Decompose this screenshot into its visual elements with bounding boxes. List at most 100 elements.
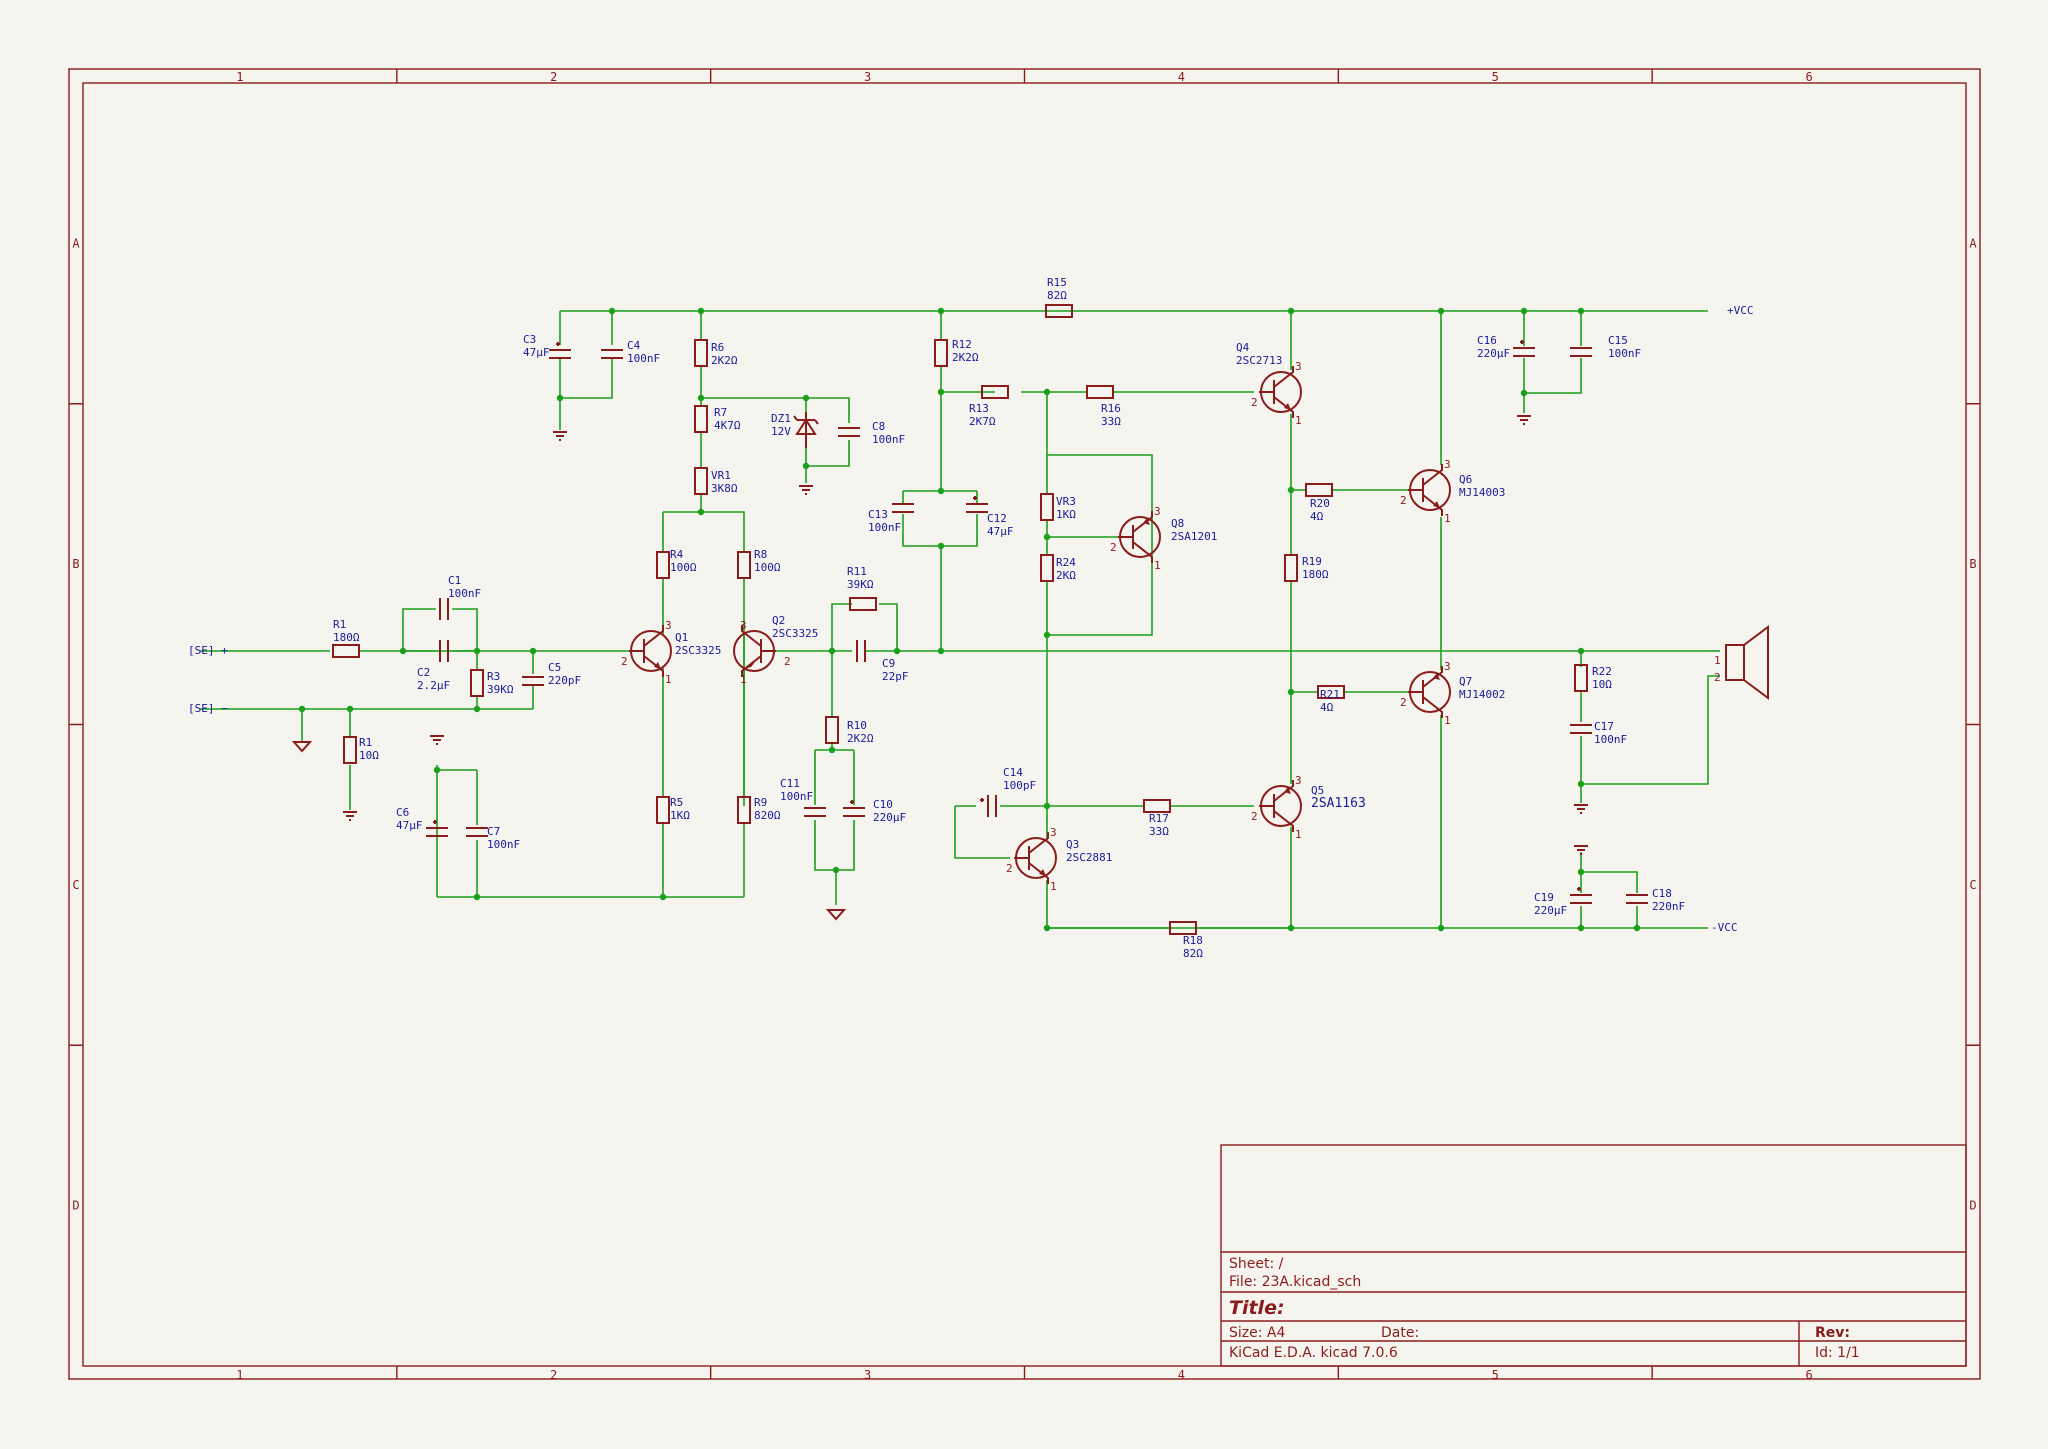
component-value-label: 100nF: [780, 790, 813, 803]
junction-dot: [1577, 307, 1585, 315]
junctions: [298, 307, 1641, 932]
component-ref-label: R18: [1183, 934, 1203, 947]
component-ref-label: Q2: [772, 614, 785, 627]
component-ref-label: R10: [847, 719, 867, 732]
component-value-label: 3K8Ω: [711, 482, 738, 495]
component-ref-label: Q7: [1459, 675, 1472, 688]
capacitor-c19-symbol: [1570, 887, 1592, 904]
component-ref-label: R17: [1149, 812, 1169, 825]
junction-dot: [298, 705, 306, 713]
junction-dot: [802, 394, 810, 402]
component-ref-label: R6: [711, 341, 724, 354]
component-value-label: 820Ω: [754, 809, 781, 822]
junction-dot: [1577, 647, 1585, 655]
junction-dot: [697, 394, 705, 402]
ground-symbol: [1574, 804, 1588, 814]
component-value-label: 100Ω: [754, 561, 781, 574]
net-label-input-pos: [SE] +: [188, 644, 228, 657]
transistor-q4-symbol: 321: [1251, 360, 1302, 427]
resistor-r11-symbol: [849, 597, 877, 611]
ground-symbol: [291, 741, 313, 753]
title-block-sheet: Sheet: /: [1229, 1256, 1284, 1272]
frame-column-label: 3: [864, 70, 871, 84]
junction-dot: [937, 542, 945, 550]
title-block-id: Id: 1/1: [1815, 1345, 1860, 1361]
component-ref-label: C6: [396, 806, 409, 819]
resistor-r6-symbol: [694, 339, 708, 367]
junction-dot: [937, 388, 945, 396]
component-ref-label: C3: [523, 333, 536, 346]
resistor-r17-symbol: [1143, 799, 1171, 813]
component-value-label: 2SC3325: [675, 644, 721, 657]
component-value-label: 82Ω: [1183, 947, 1203, 960]
capacitor-c6-symbol: [426, 820, 448, 837]
junction-dot: [399, 647, 407, 655]
resistor-r18-symbol: [1169, 921, 1197, 935]
frame-row-label: A: [1969, 236, 1977, 250]
transistor-q2-symbol: 321: [733, 619, 791, 686]
junction-dot: [1043, 924, 1051, 932]
ground-symbol: [430, 735, 444, 745]
svg-text:1: 1: [1444, 714, 1451, 727]
component-ref-label: Q8: [1171, 517, 1184, 530]
title-block-date: Date:: [1381, 1325, 1419, 1341]
svg-text:1: 1: [740, 673, 747, 686]
component-ref-label: R1: [333, 618, 346, 631]
junction-dot: [1287, 688, 1295, 696]
component-ref-label: Q1: [675, 631, 688, 644]
frame-row-label: C: [72, 878, 79, 892]
component-ref-label: C12: [987, 512, 1007, 525]
component-ref-label: R5: [670, 796, 683, 809]
component-value-label: 2K7Ω: [969, 415, 996, 428]
transistor-q7-symbol: 321: [1400, 660, 1451, 727]
svg-text:1: 1: [665, 673, 672, 686]
drawing-frame: [68, 68, 1981, 1380]
svg-text:3: 3: [1295, 774, 1302, 787]
resistor-r21-symbol: [1317, 685, 1345, 699]
title-block: Sheet: / File: 23A.kicad_sch Title: Size…: [1220, 1144, 1967, 1367]
component-ref-label: R22: [1592, 665, 1612, 678]
net-label-input-neg: [SE] −: [188, 702, 228, 715]
component-value-label: 220µF: [873, 811, 906, 824]
component-ref-label: R13: [969, 402, 989, 415]
component-ref-label: R19: [1302, 555, 1322, 568]
svg-text:3: 3: [1444, 458, 1451, 471]
transistor-q3-symbol: 321: [1006, 826, 1057, 893]
component-value-label: 2SA1163: [1311, 796, 1366, 811]
component-ref-label: C1: [448, 574, 461, 587]
svg-text:3: 3: [1295, 360, 1302, 373]
component-value-label: 1KΩ: [670, 809, 690, 822]
ground-symbol: [343, 811, 357, 821]
component-ref-label: VR3: [1056, 495, 1076, 508]
ground-symbol: [799, 485, 813, 495]
junction-dot: [1043, 533, 1051, 541]
svg-text:2: 2: [1006, 862, 1013, 875]
title-block-title: Title:: [1229, 1297, 1285, 1319]
component-ref-label: Q3: [1066, 838, 1079, 851]
frame-column-label: 4: [1178, 1368, 1185, 1382]
zener-dz1-symbol: [793, 412, 819, 448]
component-value-label: 2SA1201: [1171, 530, 1217, 543]
capacitor-c12-symbol: [966, 496, 988, 513]
capacitor-c17-symbol: [1570, 724, 1592, 734]
svg-text:1: 1: [1050, 880, 1057, 893]
svg-text:2: 2: [1400, 494, 1407, 507]
component-value-label: 2SC2713: [1236, 354, 1282, 367]
junction-dot: [1577, 780, 1585, 788]
component-ref-label: Q5: [1311, 784, 1324, 797]
component-value-label: 2SC2881: [1066, 851, 1112, 864]
svg-text:3: 3: [1154, 505, 1161, 518]
component-ref-label: C4: [627, 339, 641, 352]
component-ref-label: C13: [868, 508, 888, 521]
frame-column-label: 2: [550, 70, 557, 84]
capacitor-c2-symbol: [439, 640, 449, 662]
junction-dot: [1437, 307, 1445, 315]
capacitor-c7-symbol: [466, 827, 488, 837]
component-ref-label: R9: [754, 796, 767, 809]
svg-text:3: 3: [665, 619, 672, 632]
component-value-label: 2K2Ω: [847, 732, 874, 745]
component-value-label: 39KΩ: [847, 578, 874, 591]
component-ref-label: R12: [952, 338, 972, 351]
junction-dot: [697, 307, 705, 315]
frame-column-label: 1: [236, 70, 243, 84]
